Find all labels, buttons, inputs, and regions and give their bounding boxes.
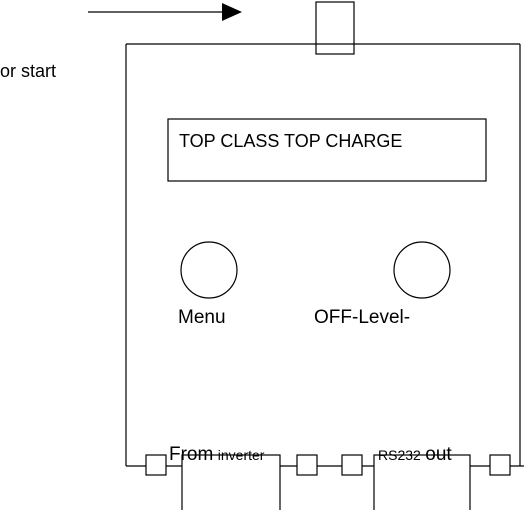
bottom-square-1 — [145, 454, 167, 476]
inverter-port — [181, 454, 281, 510]
display-screen — [167, 118, 487, 182]
off-level-label: OFF-Level- — [314, 307, 411, 328]
rs232-port — [373, 454, 471, 510]
rs232-out-label: RS232 out — [378, 444, 452, 466]
start-text: or start — [0, 61, 57, 81]
level-knob — [393, 241, 451, 299]
menu-label: Menu — [178, 307, 226, 328]
from-word: From — [169, 444, 214, 465]
menu-knob — [180, 241, 238, 299]
bottom-square-4 — [489, 454, 511, 476]
arrow-head-icon — [222, 3, 242, 21]
from-inverter-label: From inverter — [169, 444, 264, 466]
rs232-word: RS232 — [378, 447, 421, 463]
inverter-word: inverter — [217, 447, 265, 463]
out-word: out — [425, 444, 452, 465]
display-text: TOP CLASS TOP CHARGE — [179, 131, 403, 151]
top-connector — [315, 1, 355, 55]
bottom-square-2 — [296, 454, 318, 476]
bottom-square-3 — [341, 454, 363, 476]
